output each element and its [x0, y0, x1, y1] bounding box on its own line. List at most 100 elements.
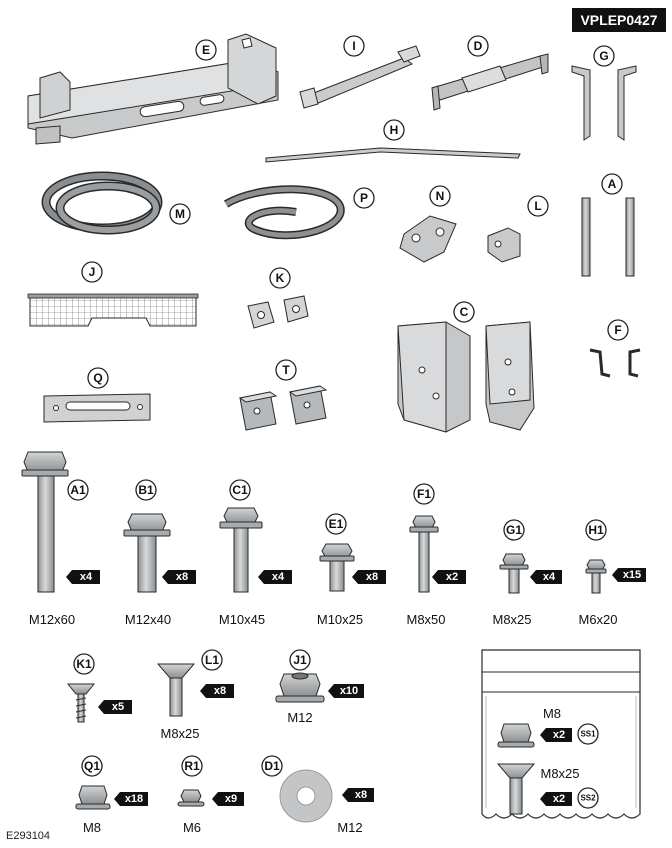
label-l1: L1 [205, 653, 219, 667]
part-m-hose [41, 171, 163, 235]
bag-size-ss2: M8x25 [540, 766, 579, 781]
qty-c1: x4 [272, 571, 285, 583]
label-circle-q [87, 367, 109, 389]
label-circle-j [81, 261, 103, 283]
figure-id: E293104 [6, 830, 51, 842]
part-h-strip [265, 147, 521, 163]
label-circle-q1 [81, 755, 103, 777]
part-l-clip [487, 227, 521, 263]
label-circle-a [601, 173, 623, 195]
bag-size-ss1: M8 [543, 706, 561, 721]
size-c1: M10x45 [219, 612, 265, 627]
label-circle-i [343, 35, 365, 57]
label-c: C [460, 305, 469, 319]
qty-f1: x2 [446, 571, 458, 583]
label-circle-n [429, 185, 451, 207]
label-circle-l1 [201, 649, 223, 671]
label-circle-h [383, 119, 405, 141]
reference-code-badge: VPLEP0427 [572, 8, 666, 32]
label-circle-a1 [67, 479, 89, 501]
label-r1: R1 [184, 759, 200, 773]
qty-arrow-q1 [114, 792, 148, 806]
bag-item-ss2-bolt [496, 763, 536, 815]
fastener-c1-bolt [219, 507, 263, 593]
label-d1: D1 [264, 759, 280, 773]
label-circle-j1 [289, 649, 311, 671]
label-d: D [474, 39, 483, 53]
label-f: F [614, 323, 621, 337]
label-m: M [175, 207, 185, 221]
label-circle-ss1 [577, 723, 599, 745]
part-p-seal [223, 185, 345, 240]
label-circle-g1 [503, 519, 525, 541]
fastener-f1-bolt [409, 515, 439, 593]
part-a-straps [581, 197, 635, 277]
label-k1: K1 [76, 657, 92, 671]
label-circle-d1 [261, 755, 283, 777]
label-circle-d [467, 35, 489, 57]
qty-g1: x4 [543, 571, 556, 583]
size-l1: M8x25 [160, 726, 199, 741]
label-circle-t [275, 359, 297, 381]
part-n-bracket [399, 215, 457, 263]
label-q: Q [93, 371, 102, 385]
size-g1: M8x25 [492, 612, 531, 627]
label-circle-r1 [181, 755, 203, 777]
label-circle-p [353, 187, 375, 209]
qty-arrow-l1 [200, 684, 234, 698]
label-circle-l [527, 195, 549, 217]
part-j-mesh [27, 293, 199, 327]
label-l: L [534, 199, 541, 213]
qty-a1: x4 [80, 571, 93, 583]
qty-q1: x18 [125, 793, 143, 805]
size-f1: M8x50 [406, 612, 445, 627]
label-i: I [352, 39, 355, 53]
qty-arrow-e1 [352, 570, 386, 584]
qty-arrow-r1 [212, 792, 244, 806]
label-c1: C1 [232, 483, 248, 497]
part-k-pads [247, 295, 309, 329]
qty-arrow-ss2 [540, 792, 572, 806]
label-b1: B1 [138, 483, 154, 497]
qty-b1: x8 [176, 571, 188, 583]
fastener-r1-nut [177, 789, 205, 807]
part-i-brace [299, 45, 421, 109]
label-e1: E1 [329, 517, 344, 531]
label-ss2: SS2 [580, 794, 596, 803]
qty-arrow-c1 [258, 570, 292, 584]
qty-arrow-h1 [612, 568, 646, 582]
part-g-brackets [571, 65, 637, 141]
label-p: P [360, 191, 368, 205]
size-r1: M6 [183, 820, 201, 835]
part-d-bracket [431, 53, 549, 111]
label-circle-m [169, 203, 191, 225]
label-circle-f [607, 319, 629, 341]
bag-item-ss1-nut [497, 723, 535, 748]
qty-arrow-j1 [328, 684, 364, 698]
size-j1: M12 [287, 710, 312, 725]
qty-j1: x10 [340, 685, 358, 697]
label-n: N [436, 189, 445, 203]
fastener-k1-screw [66, 683, 96, 723]
label-q1: Q1 [84, 759, 100, 773]
label-a: A [608, 177, 617, 191]
qty-e1: x8 [366, 571, 378, 583]
label-g1: G1 [506, 523, 522, 537]
label-t: T [282, 363, 290, 377]
label-circle-h1 [585, 519, 607, 541]
label-f1: F1 [417, 487, 431, 501]
qty-arrow-a1 [66, 570, 100, 584]
label-circle-g [593, 45, 615, 67]
qty-k1: x5 [112, 701, 124, 713]
label-h: H [390, 123, 399, 137]
part-c-brackets [397, 321, 535, 433]
qty-arrow-g1 [530, 570, 562, 584]
qty-arrow-d1 [342, 788, 374, 802]
label-circle-ss2 [577, 787, 599, 809]
size-q1: M8 [83, 820, 101, 835]
qty-d1: x8 [355, 789, 367, 801]
part-f-brackets [589, 348, 641, 378]
label-circle-e [195, 39, 217, 61]
qty-ss1: x2 [553, 729, 565, 741]
